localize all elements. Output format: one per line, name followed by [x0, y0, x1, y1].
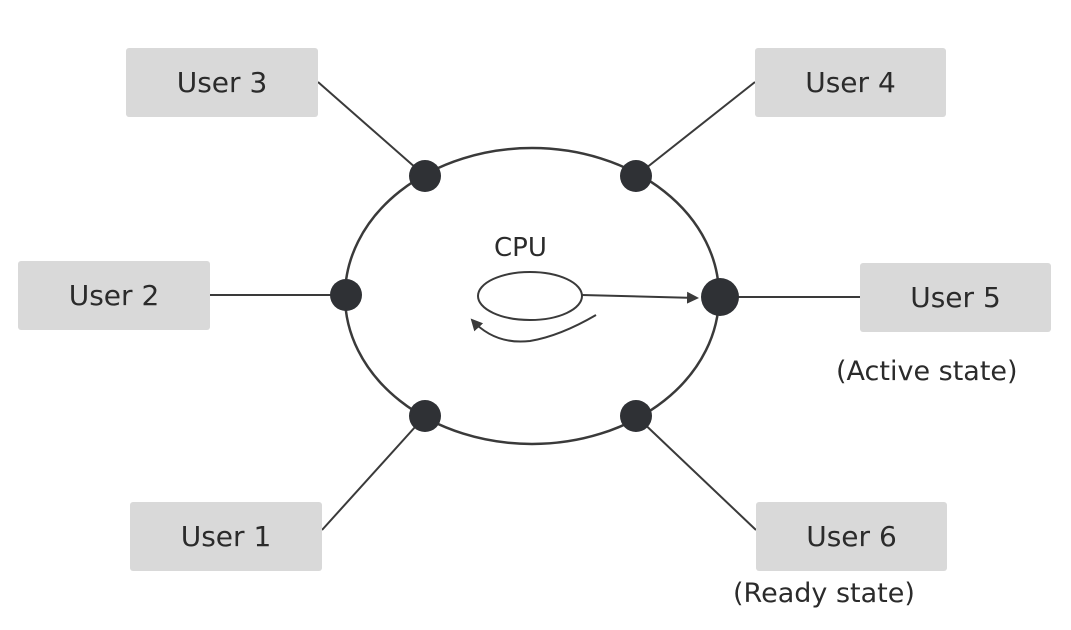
node-user-1: [409, 400, 441, 432]
ring-circle: [343, 146, 721, 446]
node-user-6: [620, 400, 652, 432]
connector-user-1: [321, 415, 426, 531]
active-state-label: (Active state): [836, 356, 1018, 387]
cpu-label: CPU: [494, 233, 547, 263]
cpu-loop: [477, 271, 583, 321]
node-user-2: [330, 279, 362, 311]
user-5-box: User 5: [860, 263, 1051, 332]
node-user-3: [409, 160, 441, 192]
user-2-box: User 2: [18, 261, 210, 330]
user-6-box: User 6: [756, 502, 947, 571]
user-4-box: User 4: [755, 48, 946, 117]
cpu-return-arrow: [470, 314, 597, 343]
connector-user-4: [635, 81, 756, 177]
cpu-pointer-arrow: [581, 291, 699, 304]
node-user-4: [620, 160, 652, 192]
user-1-box: User 1: [130, 502, 322, 571]
connector-user-3: [317, 81, 426, 177]
ready-state-label: (Ready state): [733, 578, 915, 609]
connector-user-6: [635, 415, 757, 531]
user-3-box: User 3: [126, 48, 318, 117]
node-user-5: [701, 278, 739, 316]
